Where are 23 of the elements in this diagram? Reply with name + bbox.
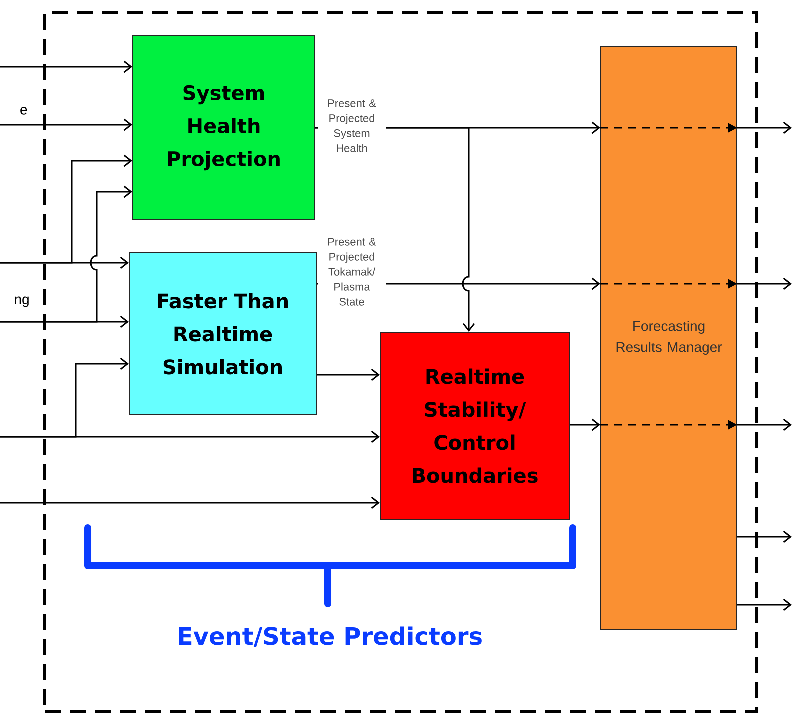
dashed-frame bbox=[44, 11, 758, 713]
arrow bbox=[738, 418, 792, 432]
edge-label: Present & Projected Tokamak/ Plasma State bbox=[318, 237, 386, 307]
arrow bbox=[0, 430, 380, 444]
process-box: Realtime Stability/ Control Boundaries bbox=[380, 332, 570, 520]
arrow bbox=[738, 598, 792, 612]
group-label: Event/State Predictors bbox=[179, 626, 482, 648]
arrow bbox=[317, 368, 380, 382]
process-box: System Health Projection bbox=[132, 36, 316, 220]
arrow bbox=[738, 278, 792, 290]
arrow bbox=[0, 154, 132, 264]
arrow bbox=[0, 496, 380, 510]
arrow bbox=[0, 186, 132, 323]
arrow bbox=[738, 530, 792, 544]
arrow bbox=[570, 418, 600, 432]
arrow bbox=[738, 122, 792, 134]
edge-label: Present & Projected System Health bbox=[318, 98, 386, 154]
arrow bbox=[0, 60, 132, 74]
process-box: Faster Than Realtime Simulation bbox=[129, 252, 317, 416]
arrow bbox=[0, 118, 132, 132]
cut-off-text: ng bbox=[15, 296, 29, 308]
cut-off-text: e bbox=[20, 107, 28, 115]
manager-bar: Forecasting Results Manager bbox=[600, 46, 738, 630]
